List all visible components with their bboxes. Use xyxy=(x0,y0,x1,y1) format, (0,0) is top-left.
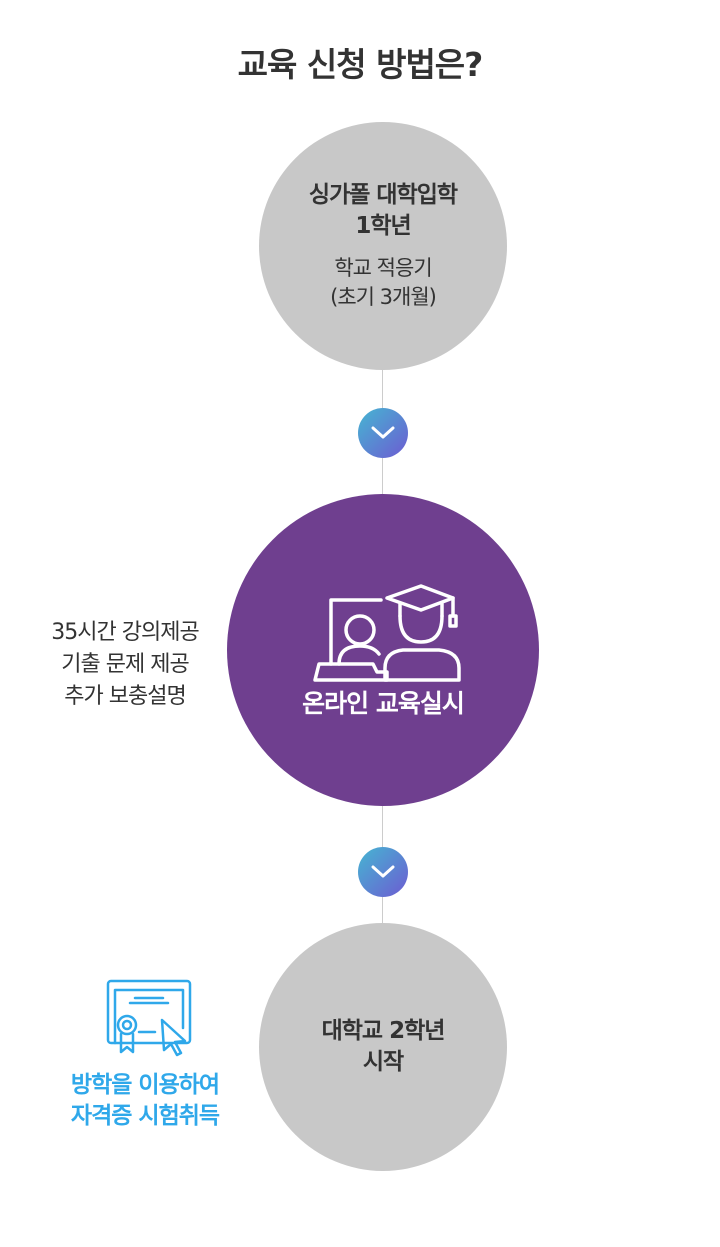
step-university-entry: 싱가폴 대학입학 1학년 학교 적응기 (초기 3개월) xyxy=(259,122,507,370)
chevron-down-icon xyxy=(358,408,408,458)
step-desc: 학교 적응기 xyxy=(334,256,432,280)
step-heading: 싱가폴 대학입학 xyxy=(308,182,458,208)
certificate-note: 방학을 이용하여 자격증 시험취득 xyxy=(40,1070,250,1132)
page-title: 교육 신청 방법은? xyxy=(237,45,484,84)
certificate-icon xyxy=(106,979,192,1057)
detail-line: 기출 문제 제공 xyxy=(61,652,189,677)
online-graduate-icon xyxy=(313,583,461,682)
note-line: 자격증 시험취득 xyxy=(70,1103,220,1129)
note-line: 방학을 이용하여 xyxy=(70,1072,220,1098)
step-heading: 1학년 xyxy=(355,213,411,239)
online-education-details: 35시간 강의제공 기출 문제 제공 추가 보충설명 xyxy=(20,617,230,713)
chevron-down-icon xyxy=(358,847,408,897)
detail-line: 35시간 강의제공 xyxy=(51,620,199,645)
step-heading: 대학교 2학년 xyxy=(321,1018,446,1044)
step-label: 온라인 교육실시 xyxy=(302,688,465,718)
step-second-year: 대학교 2학년 시작 xyxy=(259,923,507,1171)
step-desc: (초기 3개월) xyxy=(330,285,437,309)
step-online-education: 온라인 교육실시 xyxy=(227,494,539,806)
step-heading: 시작 xyxy=(362,1049,404,1075)
detail-line: 추가 보충설명 xyxy=(64,684,186,709)
